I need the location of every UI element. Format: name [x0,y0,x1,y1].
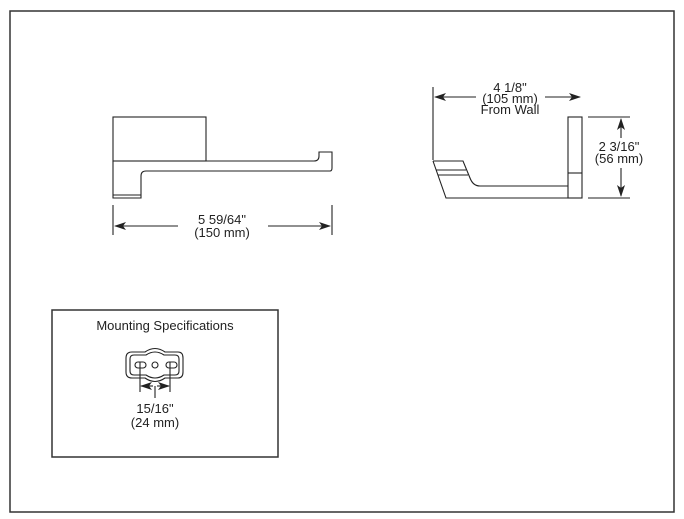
mounting-title: Mounting Specifications [96,318,234,333]
spacing-mm: (24 mm) [131,415,179,430]
width-mm: (150 mm) [194,225,250,240]
front-view: 5 59/64" (150 mm) [112,116,333,240]
projection-inches: 4 1/8" [493,80,527,95]
spacing-inches: 15/16" [136,401,174,416]
arm-outline [432,160,568,199]
side-view: 4 1/8" (105 mm) From Wall 2 3/16" (56 mm… [432,80,643,199]
height-inches: 2 3/16" [599,139,640,154]
height-mm: (56 mm) [595,151,643,166]
arm-outline [112,151,333,199]
width-inches: 5 59/64" [198,212,246,227]
wall-plate [567,116,583,199]
mounting-specifications-box: Mounting Specifications 15/16" (24 mm) [51,309,279,458]
mounting-bracket-icon [125,347,184,383]
wall-plate [112,116,207,162]
outer-border [9,10,675,513]
projection-mm: (105 mm) [482,91,538,106]
projection-note: From Wall [481,102,540,117]
